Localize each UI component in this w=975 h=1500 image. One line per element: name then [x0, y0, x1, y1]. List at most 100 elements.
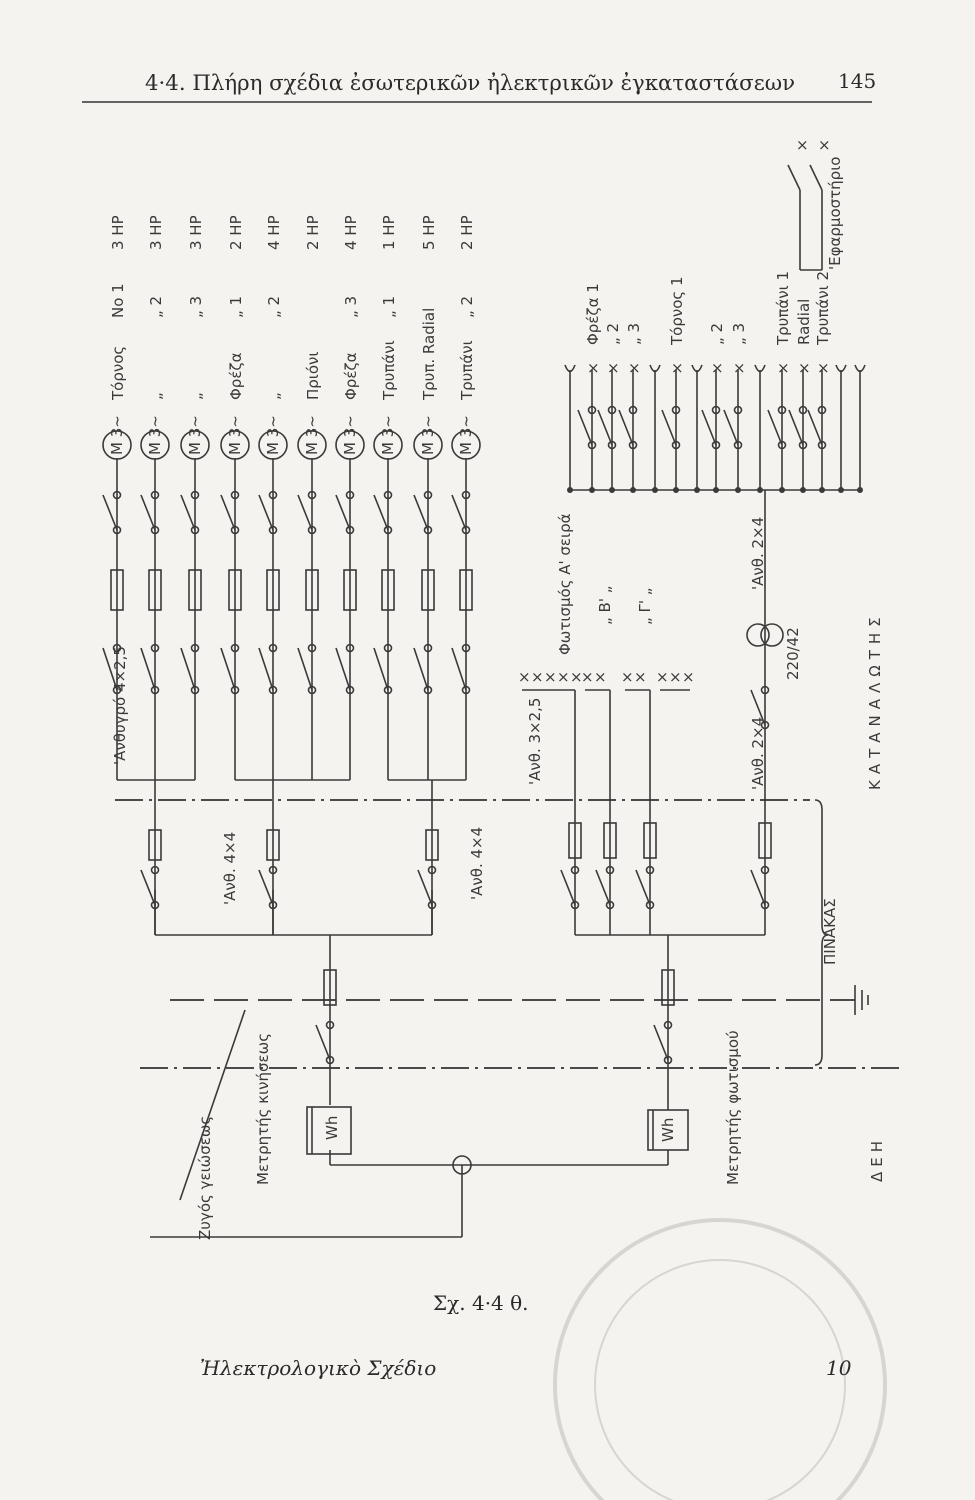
transformer-icon: [746, 623, 770, 647]
breaker-switch-contact: [423, 643, 433, 653]
outlet-label: Τρυπάνι 1: [774, 271, 792, 346]
outlet-icon: ×: [798, 359, 811, 377]
outlet-switch-contact: [817, 440, 827, 450]
outlet-icon: ×: [607, 359, 620, 377]
outlet-label: Φρέζα 1: [584, 283, 602, 345]
motor-number: Νο 1: [109, 283, 127, 318]
isolator-switch-contact: [383, 490, 393, 500]
isolator-switch: [102, 494, 118, 531]
junction-dot: [630, 487, 636, 493]
breaker-switch-contact: [268, 643, 278, 653]
junction-dot: [673, 487, 679, 493]
motor-power: 3 HP: [147, 215, 165, 250]
lighting-switch: [635, 869, 651, 906]
motor-branch: M 3~„„ 24 HP: [258, 215, 288, 780]
cable-label-low-voltage: 'Ανθ. 2×4: [749, 517, 767, 590]
motor-symbol: M 3~: [226, 415, 244, 455]
group-switch: [258, 869, 274, 906]
ground-bus-leader: [179, 1009, 246, 1201]
outlet-switch-contact: [711, 405, 721, 415]
outlet-switch: [767, 409, 783, 446]
outlet-switch-contact: [733, 405, 743, 415]
motor-name: Τρυπ. Radial: [420, 308, 438, 401]
meter-motion-symbol: Wh: [323, 1116, 341, 1140]
library-stamp: [553, 1218, 887, 1500]
fitting-shop-switch: [809, 164, 823, 191]
branch-fuse: [188, 569, 202, 611]
main-motor-switch: [315, 1024, 331, 1061]
motor-symbol: M 3~: [146, 415, 164, 455]
motor-branch: M 3~Τρυπάνι„ 22 HP: [451, 215, 481, 780]
motor-power: 2 HP: [304, 215, 322, 250]
outlet-switch-contact: [671, 405, 681, 415]
ground-bus-label: Ζυγός γειώσεως: [196, 1116, 214, 1240]
breaker-switch-contact: [112, 643, 122, 653]
outlet-icon: ×: [817, 359, 830, 377]
socket-icon: [564, 364, 576, 373]
isolator-switch-contact: [190, 525, 200, 535]
lamp-icon: ×: [594, 668, 607, 686]
motor-symbol: M 3~: [186, 415, 204, 455]
isolator-switch-contact: [307, 525, 317, 535]
branch-fuse: [110, 569, 124, 611]
breaker-switch: [102, 647, 118, 691]
breaker-switch-contact: [307, 643, 317, 653]
isolator-switch-contact: [423, 525, 433, 535]
motor-icon: [220, 430, 250, 460]
cable-label-group-right: 'Ανθ. 4×4: [468, 827, 486, 900]
outlet-icon: ×: [628, 359, 641, 377]
junction-dot: [609, 487, 615, 493]
transformer-switch-contact: [760, 685, 770, 695]
isolator-switch-contact: [345, 525, 355, 535]
outlet-switch-contact: [711, 440, 721, 450]
outlet-icon: ×: [733, 359, 746, 377]
lamp-icon: ×: [531, 668, 544, 686]
isolator-switch: [373, 494, 389, 531]
isolator-switch-contact: [230, 490, 240, 500]
motor-icon: [335, 430, 365, 460]
isolator-switch: [258, 494, 274, 531]
panel-label: ΠΙΝΑΚΑΣ: [821, 898, 839, 965]
junction-dot: [838, 487, 844, 493]
isolator-switch-contact: [461, 490, 471, 500]
lamp-icon: ×: [656, 668, 669, 686]
motor-power: 2 HP: [458, 215, 476, 250]
branch-fuse: [381, 569, 395, 611]
outlet-icon: ×: [777, 359, 790, 377]
consumer-label: ΚΑΤΑΝΑΛΩΤΗΣ: [866, 611, 884, 790]
junction-dot: [589, 487, 595, 493]
motor-symbol: M 3~: [341, 415, 359, 455]
motor-branch: M 3~„„ 33 HP: [180, 215, 210, 780]
footer-book-title: Ἠλεκτρολογικὸ Σχέδιο: [200, 1356, 436, 1380]
breaker-switch-contact: [461, 685, 471, 695]
isolator-switch-contact: [112, 490, 122, 500]
motor-name: Τρυπάνι: [380, 340, 398, 401]
meter-lighting-label: Μετρητής φωτισμού: [724, 1030, 742, 1185]
outlet-icon: ×: [711, 359, 724, 377]
motor-branch: M 3~Τρυπάνι„ 11 HP: [373, 215, 403, 780]
motor-power: 4 HP: [342, 215, 360, 250]
outlet-switch-contact: [587, 440, 597, 450]
junction-dot: [567, 487, 573, 493]
group-switch: [417, 869, 433, 906]
isolator-switch-contact: [345, 490, 355, 500]
motor-branch: M 3~Φρέζα„ 12 HP: [220, 215, 250, 780]
lighting-fuse: [603, 822, 617, 859]
breaker-switch: [258, 647, 274, 691]
low-voltage-switch: [750, 869, 766, 906]
motor-number: „ 3: [187, 296, 205, 318]
lamp-icon: ×: [669, 668, 682, 686]
socket-icon: [835, 364, 847, 373]
isolator-switch-contact: [423, 490, 433, 500]
footer-signature: 10: [826, 1356, 852, 1380]
lamp-icon: ×: [682, 668, 695, 686]
isolator-switch: [413, 494, 429, 531]
page-header-title: 4·4. Πλήρη σχέδια ἐσωτερικῶν ἠλεκτρικῶν …: [145, 71, 795, 95]
group-switch: [140, 869, 156, 906]
junction-dot: [819, 487, 825, 493]
isolator-switch: [180, 494, 196, 531]
isolator-switch-contact: [230, 525, 240, 535]
